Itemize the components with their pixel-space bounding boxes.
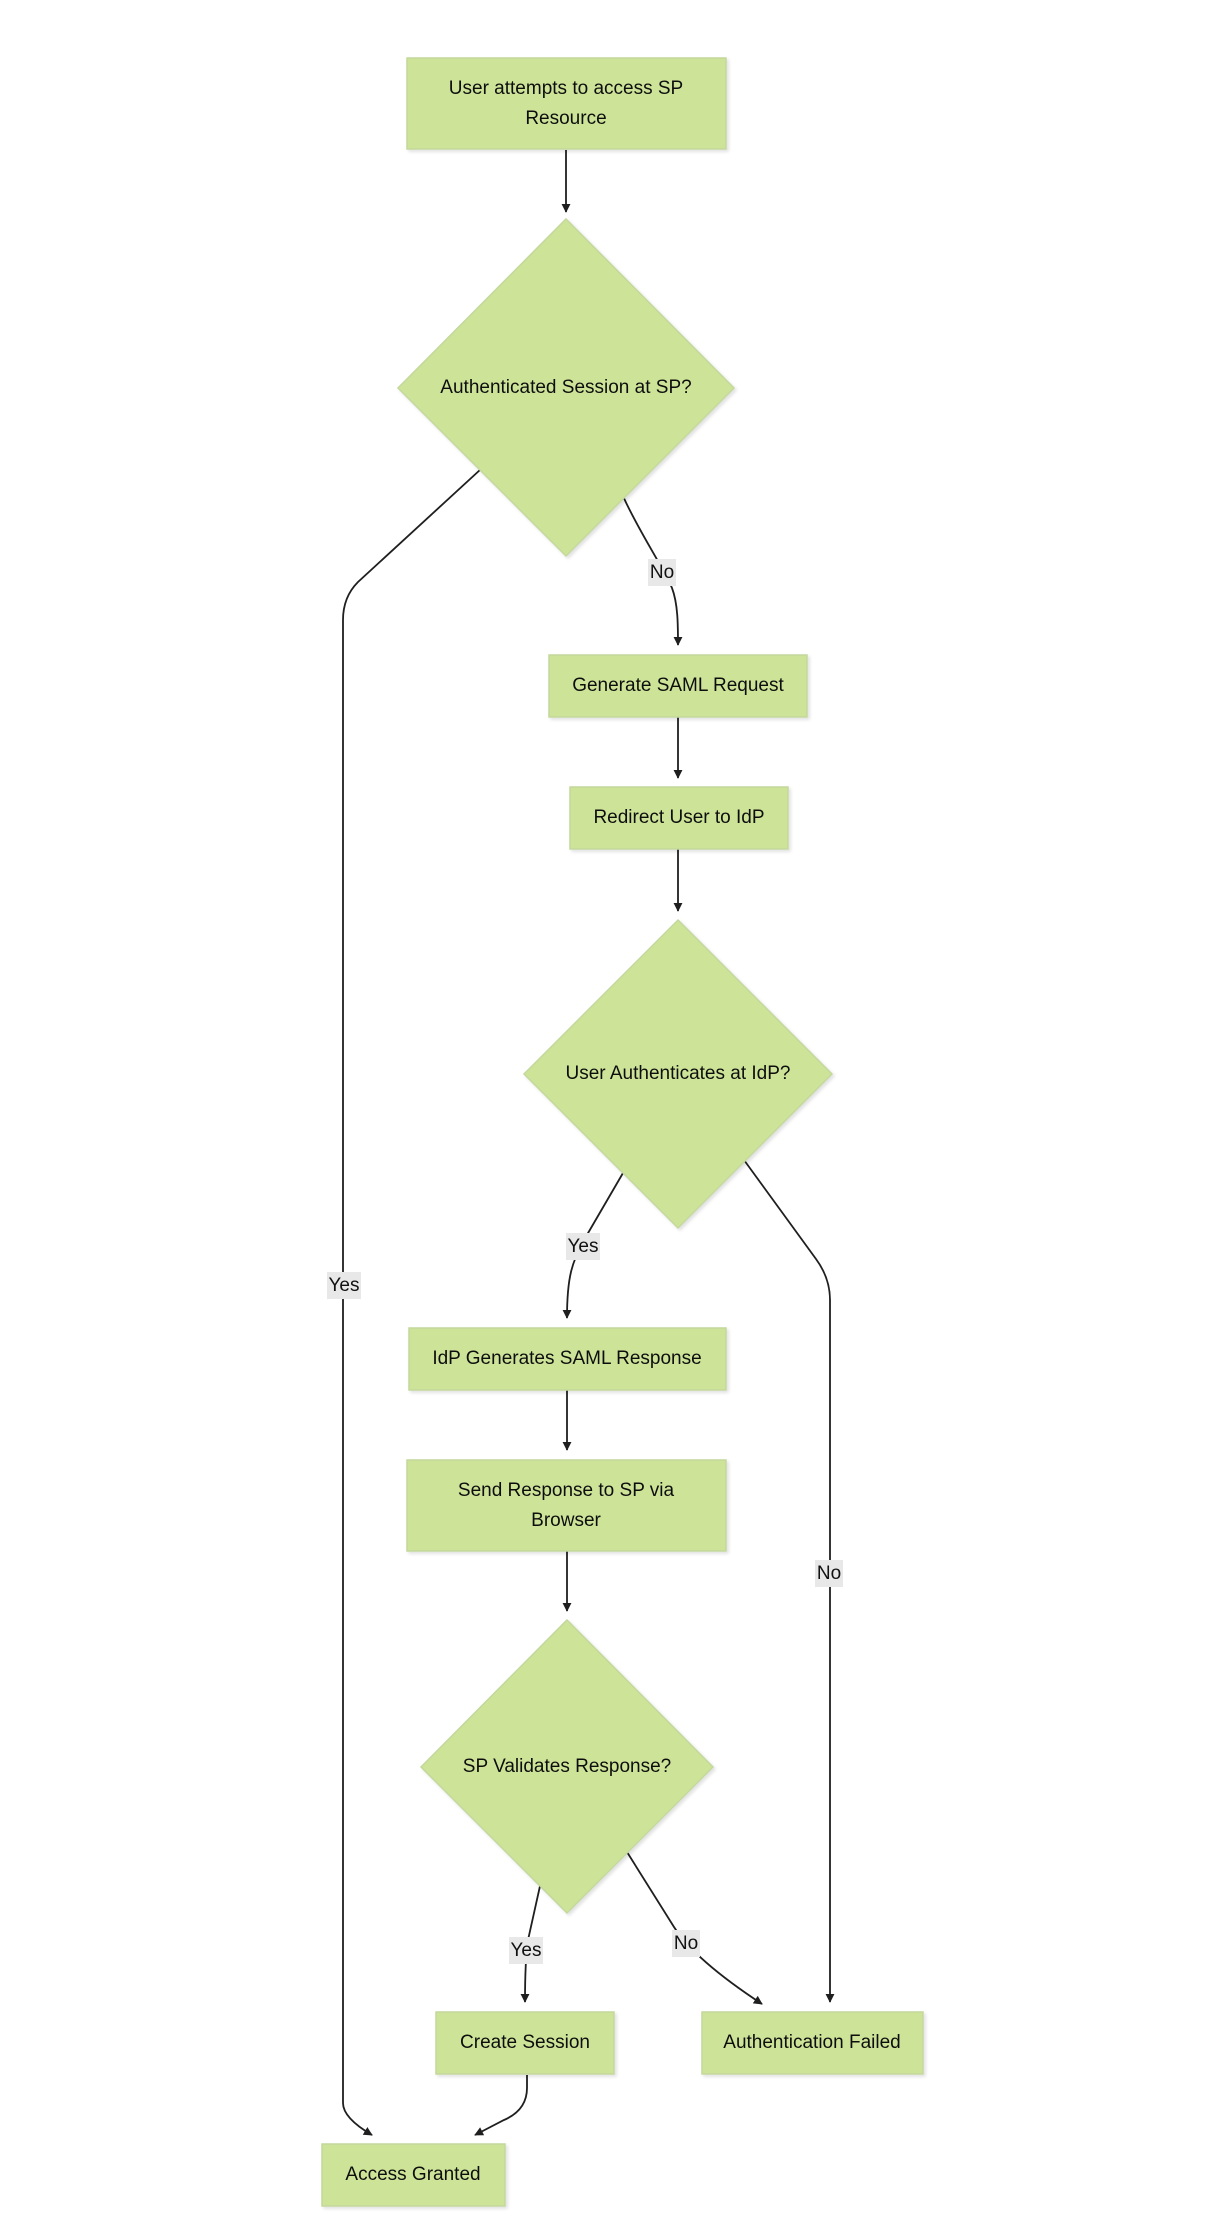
node-access-granted-label: Access Granted: [345, 2164, 480, 2185]
edge-idp-auth-no: [743, 1159, 835, 2003]
nodes: User attempts to access SP Resource Auth…: [321, 57, 924, 2207]
edge-create-session-to-access-granted: [474, 2075, 528, 2136]
node-start-line-1: User attempts to access SP: [449, 78, 683, 99]
node-auth-failed[interactable]: Authentication Failed: [701, 2011, 924, 2075]
node-access-granted[interactable]: Access Granted: [321, 2143, 506, 2207]
decision-sp-validates-label: SP Validates Response?: [463, 1756, 671, 1777]
node-redirect-label: Redirect User to IdP: [593, 807, 764, 828]
edge-label-validate-no: No: [672, 1930, 700, 1957]
svg-text:No: No: [817, 1563, 841, 1584]
edge-auth-session-yes: [342, 468, 482, 2136]
decision-idp-auth-label: User Authenticates at IdP?: [566, 1063, 791, 1084]
node-start-line-2: Resource: [525, 108, 606, 129]
edge-sp-validates-no: [626, 1851, 763, 2005]
node-gen-request-label: Generate SAML Request: [572, 675, 784, 696]
node-send-response[interactable]: Send Response to SP via Browser: [406, 1459, 727, 1552]
decision-auth-session-label: Authenticated Session at SP?: [440, 377, 691, 398]
decision-sp-validates[interactable]: SP Validates Response?: [419, 1618, 715, 1915]
svg-text:Yes: Yes: [568, 1236, 599, 1257]
decision-auth-session[interactable]: Authenticated Session at SP?: [396, 217, 736, 558]
node-auth-failed-label: Authentication Failed: [723, 2032, 900, 2053]
node-create-session-label: Create Session: [460, 2032, 590, 2053]
node-gen-request[interactable]: Generate SAML Request: [548, 654, 808, 718]
node-idp-response[interactable]: IdP Generates SAML Response: [408, 1327, 727, 1391]
svg-text:Yes: Yes: [511, 1940, 542, 1961]
node-idp-response-label: IdP Generates SAML Response: [432, 1348, 701, 1369]
edge-label-session-no: No: [648, 559, 676, 586]
svg-text:No: No: [674, 1933, 698, 1954]
decision-idp-auth[interactable]: User Authenticates at IdP?: [522, 918, 834, 1230]
svg-text:Yes: Yes: [329, 1275, 360, 1296]
node-start[interactable]: User attempts to access SP Resource: [406, 57, 727, 150]
edge-label-validate-yes: Yes: [509, 1937, 543, 1964]
node-send-response-line-2: Browser: [531, 1510, 601, 1531]
edge-labels: No Yes Yes No Yes No: [327, 559, 843, 1964]
node-send-response-line-1: Send Response to SP via: [458, 1480, 675, 1501]
edge-label-idp-yes: Yes: [566, 1233, 600, 1260]
svg-text:No: No: [650, 562, 674, 583]
node-create-session[interactable]: Create Session: [435, 2011, 615, 2075]
edge-label-session-yes: Yes: [327, 1272, 361, 1299]
node-redirect[interactable]: Redirect User to IdP: [569, 786, 789, 850]
edge-label-idp-no: No: [815, 1560, 843, 1587]
